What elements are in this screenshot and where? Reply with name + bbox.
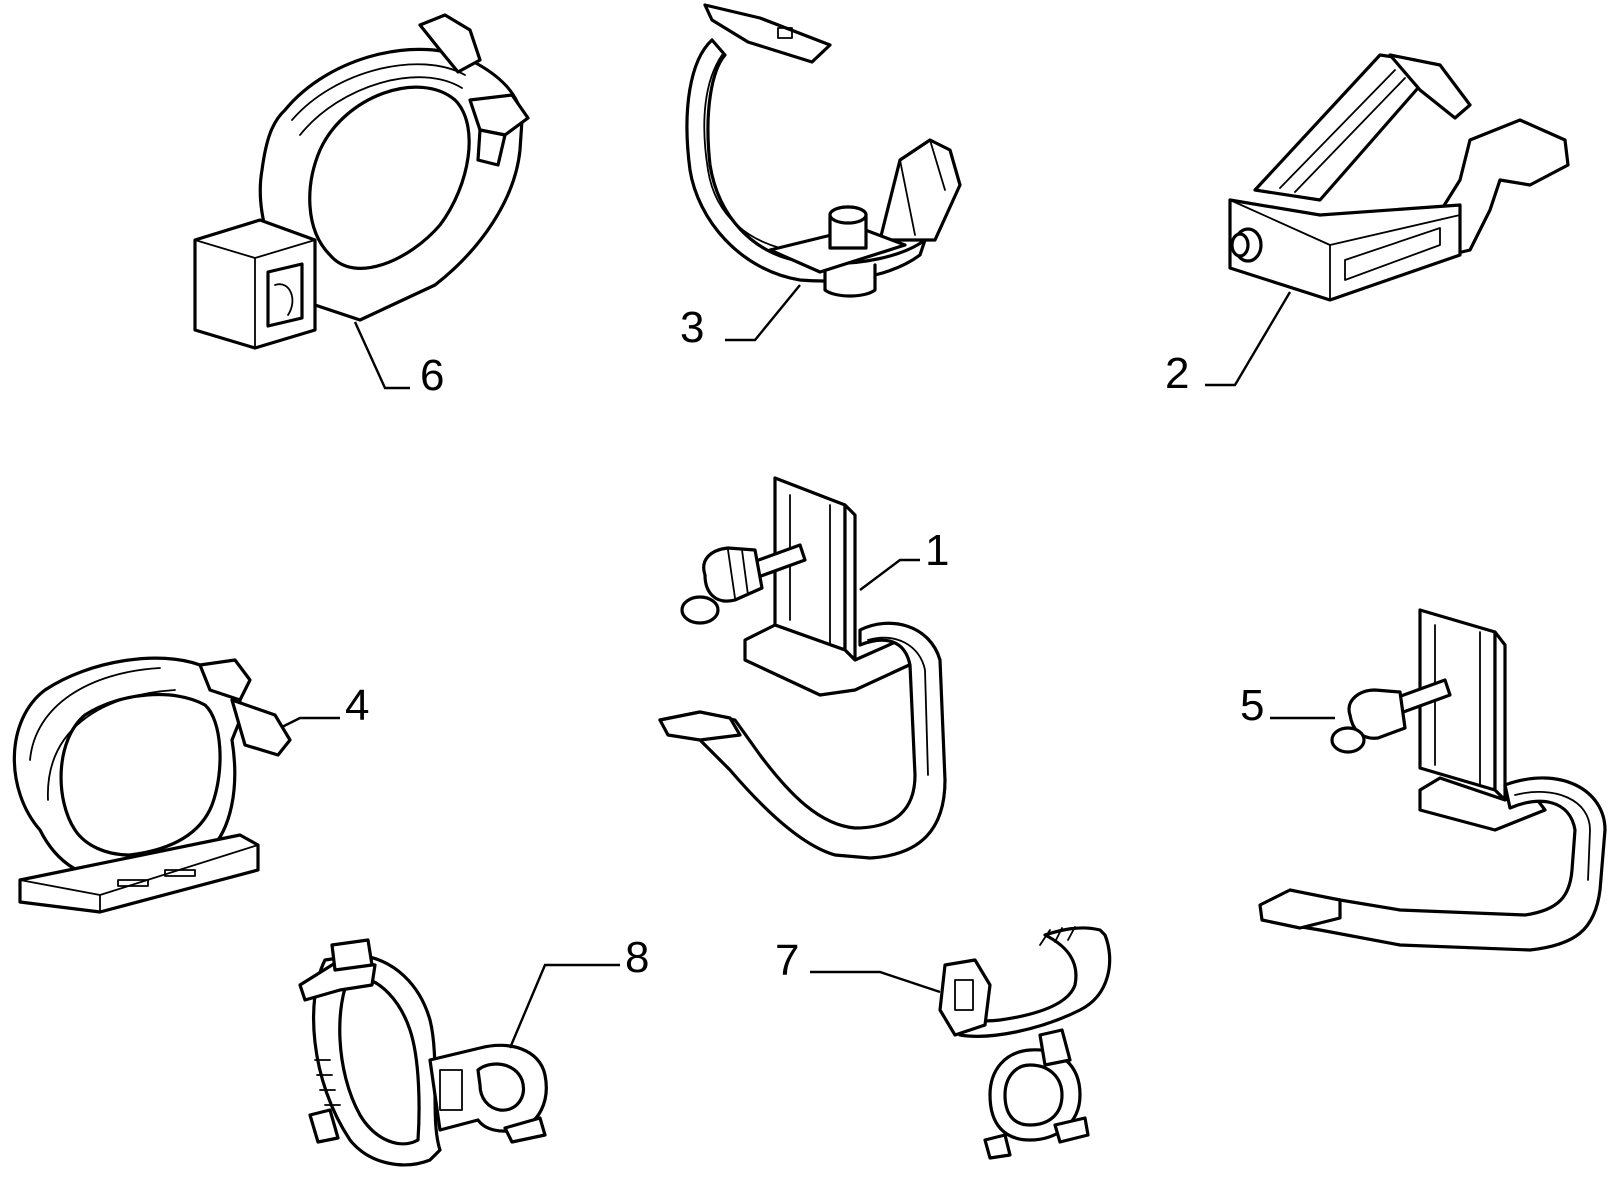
part-4-oval-clamp[interactable] xyxy=(12,656,292,914)
callout-8: 8 xyxy=(625,933,649,982)
part-5-pin-strap[interactable] xyxy=(1258,608,1607,952)
part-6-round-clamp[interactable] xyxy=(193,13,530,350)
callout-5: 5 xyxy=(1240,681,1264,730)
leader-3 xyxy=(725,284,801,342)
leader-2 xyxy=(1205,291,1292,387)
callout-1: 1 xyxy=(925,526,949,575)
leader-7 xyxy=(810,970,941,994)
leader-8 xyxy=(508,963,620,1049)
callout-7: 7 xyxy=(775,936,799,985)
callout-6: 6 xyxy=(420,351,444,400)
leader-6 xyxy=(353,321,410,390)
part-1-pin-bracket[interactable] xyxy=(658,476,947,860)
part-8-strap-clip[interactable] xyxy=(298,938,548,1167)
leader-1 xyxy=(859,558,920,591)
part-2-angled-bracket[interactable] xyxy=(1228,53,1570,302)
callout-4: 4 xyxy=(345,681,369,730)
leader-4 xyxy=(281,716,340,729)
part-7-double-clip[interactable] xyxy=(938,926,1112,1160)
callout-3: 3 xyxy=(680,303,704,352)
callout-2: 2 xyxy=(1165,349,1189,398)
part-3-u-bracket[interactable] xyxy=(685,3,962,298)
